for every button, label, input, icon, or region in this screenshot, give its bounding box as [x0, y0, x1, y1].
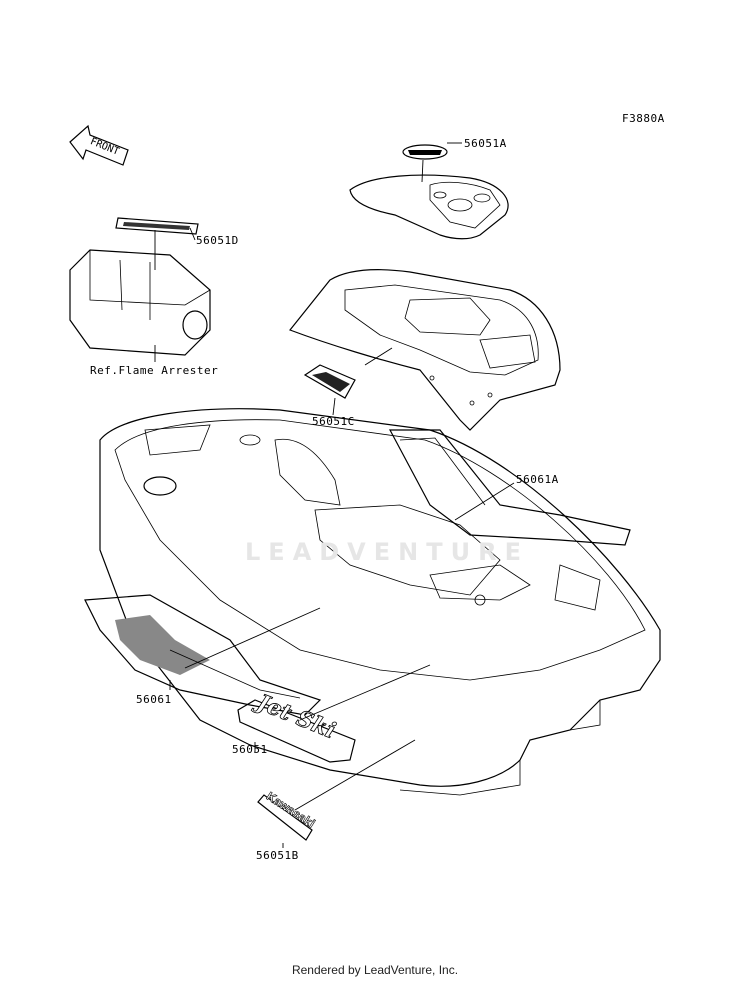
label-56051c[interactable]: 56051C	[312, 415, 355, 428]
flame-arrester	[69, 249, 211, 356]
label-56051d[interactable]: 56051D	[196, 234, 239, 247]
label-56061[interactable]: 56061	[136, 693, 172, 706]
decal-56061	[84, 594, 322, 716]
front-arrow-icon: FRONT	[69, 124, 129, 166]
handlebar-cover	[349, 174, 509, 240]
label-56051b[interactable]: 56051B	[256, 849, 299, 862]
label-56061a[interactable]: 56061A	[516, 473, 559, 486]
label-ref-flame-arrester[interactable]: Ref.Flame Arrester	[90, 364, 219, 377]
deck-plate	[289, 269, 561, 431]
footer-credit: Rendered by LeadVenture, Inc.	[291, 963, 459, 977]
decal-56051a	[402, 144, 448, 160]
decal-56061a	[389, 429, 631, 546]
jetski-text: Jet Ski	[250, 688, 339, 744]
kawasaki-text: Kawasaki	[264, 789, 318, 831]
watermark: LEADVENTURE	[245, 538, 529, 566]
hull	[99, 408, 661, 796]
front-arrow-label: FRONT	[88, 136, 120, 157]
decal-56051d	[115, 217, 199, 235]
decal-56051b-kawasaki: Kawasaki	[257, 789, 318, 841]
decal-56051c	[303, 364, 356, 399]
label-56051a[interactable]: 56051A	[464, 137, 507, 150]
diagram-code: F3880A	[622, 112, 665, 125]
label-56051[interactable]: 56051	[232, 743, 268, 756]
